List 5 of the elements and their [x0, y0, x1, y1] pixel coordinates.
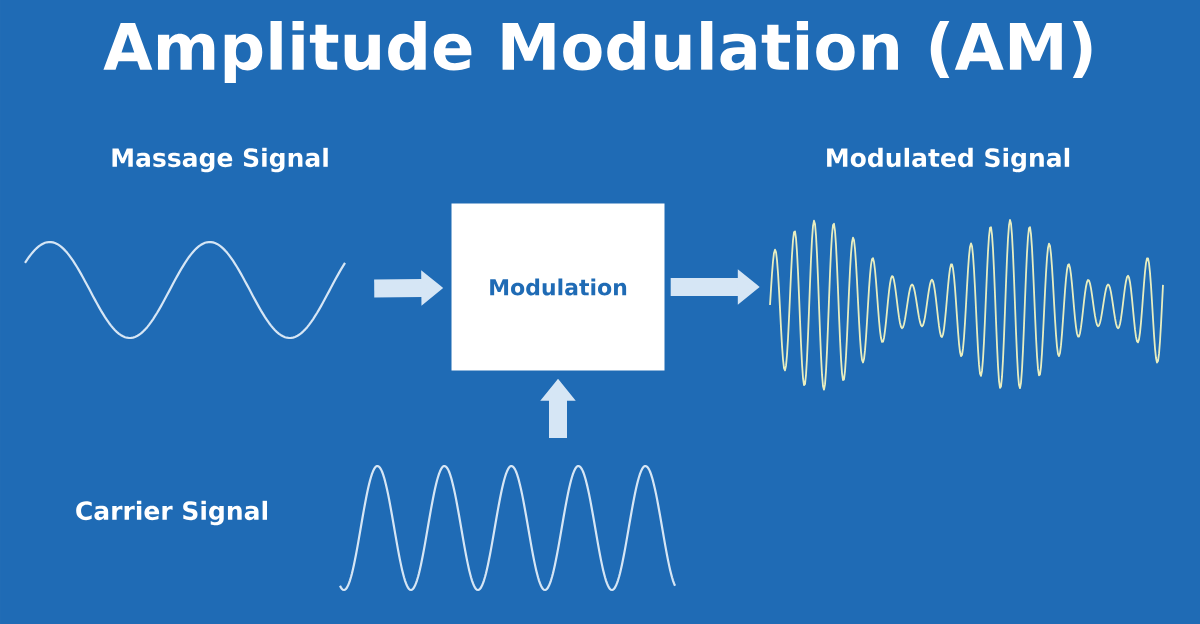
- modulation-box: Modulation: [451, 203, 665, 371]
- title: Amplitude Modulation (AM): [103, 21, 1092, 83]
- signal-label: Carrier Signal: [76, 500, 267, 526]
- signal-label: Modulated Signal: [827, 147, 1070, 173]
- signal-label: Massage Signal: [112, 147, 328, 173]
